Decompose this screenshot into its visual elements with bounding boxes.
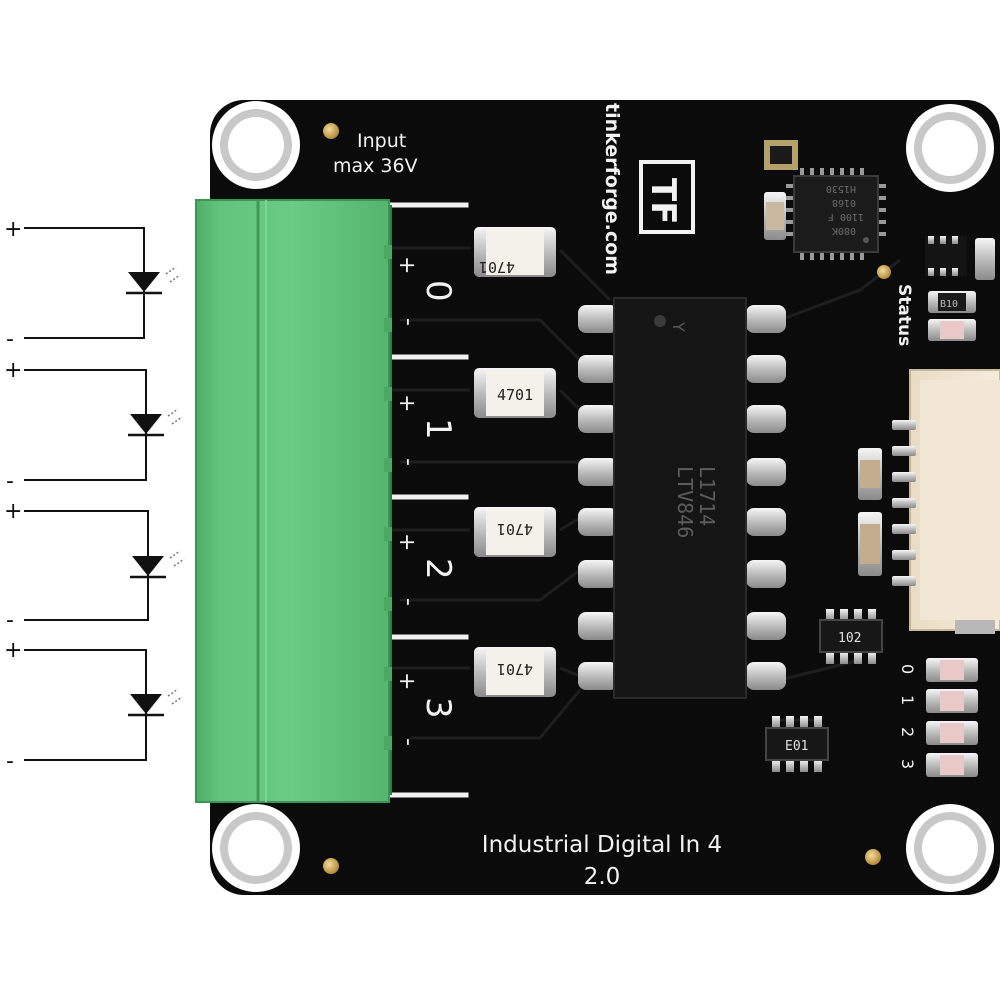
status-label: Status: [894, 284, 914, 346]
channel-led-1: 1: [898, 689, 978, 713]
optocoupler-pads: [578, 305, 786, 690]
diode-array-top: 102: [819, 609, 883, 664]
optocoupler-line1: L1714: [695, 466, 719, 526]
schematic-led-icon-3: [130, 694, 162, 714]
input-max-label: max 36V: [333, 155, 418, 177]
resistor-r1-marking: 4701: [479, 258, 515, 276]
logo-text: TF: [643, 178, 683, 224]
channel-marking-1: + 1 -: [394, 394, 458, 466]
bricklet-connector: [892, 369, 1000, 634]
led-label-1: 1: [898, 695, 917, 705]
channel-3-number: 3: [418, 697, 458, 719]
schematic-minus-0: -: [6, 327, 14, 352]
resistor-r3: 4701: [474, 507, 556, 557]
channel-1-number: 1: [418, 418, 458, 440]
channel-separators: [387, 202, 469, 798]
led-label-3: 3: [898, 759, 917, 769]
channel-0-minus: -: [396, 318, 421, 326]
schematic-wire-0: [24, 227, 145, 339]
pcb-traces: [390, 246, 901, 740]
status-led: B10: [928, 291, 976, 341]
resistor-r4: 4701: [474, 647, 556, 697]
channel-led-0: 0: [898, 658, 978, 682]
fiducial-near-status: [877, 265, 891, 279]
schematic-channel-0: + -: [4, 217, 181, 352]
channel-marking-2: + 2 -: [394, 533, 458, 606]
capacitor-c1: [764, 192, 786, 240]
schematic-led-icon-0: [128, 272, 160, 292]
mcu-line2: 0168: [832, 197, 856, 208]
diode-array-bottom: E01: [765, 716, 829, 772]
schematic-channel-2: + -: [4, 499, 185, 633]
mounting-holes: [212, 101, 994, 892]
schematic-plus-1: +: [4, 358, 22, 383]
green-terminal-block: [195, 199, 392, 803]
status-resistor-array: [925, 236, 995, 280]
fiducial-bottom-left: [323, 858, 339, 874]
schematic-channel-3: + -: [4, 638, 183, 774]
channel-3-minus: -: [396, 738, 421, 746]
resistor-r3-marking: 4701: [497, 520, 533, 538]
tinkerforge-logo: TF: [639, 160, 695, 234]
mcu-line4: 080K: [832, 225, 856, 236]
brand-text: tinkerforge.com: [601, 103, 623, 275]
schematic-led-icon-1: [130, 414, 162, 434]
mounting-hole-bottom-left: [212, 804, 300, 892]
channel-led-3: 3: [898, 753, 978, 777]
schematic-wire-2: [24, 510, 149, 621]
schematic-channel-1: + -: [4, 358, 183, 494]
optocoupler-line2: LTV846: [673, 466, 697, 538]
crystal-component: [764, 140, 798, 170]
mounting-hole-bottom-right: [906, 804, 994, 892]
status-led-marking: B10: [940, 299, 958, 310]
microcontroller-chip: H1530 0168 1100 F 080K: [786, 168, 886, 260]
optocoupler-mark: Y: [669, 321, 688, 332]
optocoupler-chip: Y L1714 LTV846: [613, 297, 747, 699]
channel-0-plus: +: [394, 256, 419, 274]
fiducial-bottom-right: [865, 849, 881, 865]
board-version: 2.0: [584, 864, 621, 890]
schematic-minus-2: -: [6, 608, 14, 633]
schematic-plus-3: +: [4, 638, 22, 663]
led-label-2: 2: [898, 727, 917, 737]
schematic-minus-3: -: [6, 749, 14, 774]
mounting-hole-top-right: [906, 104, 994, 192]
capacitor-c3: [858, 512, 882, 576]
channel-2-minus: -: [396, 598, 421, 606]
channel-0-number: 0: [418, 280, 458, 302]
resistor-r1: 4701: [474, 227, 556, 277]
diode-array-bottom-marking: E01: [785, 739, 808, 754]
input-schematic: + - + - + - + -: [4, 217, 185, 774]
board-title: Industrial Digital In 4: [482, 832, 722, 858]
channel-2-plus: +: [394, 533, 419, 551]
schematic-wire-3: [24, 649, 147, 761]
schematic-wire-1: [24, 369, 147, 481]
mcu-line3: 1100 F: [828, 211, 864, 222]
mounting-hole-top-left: [212, 101, 300, 189]
input-label: Input: [357, 130, 406, 152]
channel-1-plus: +: [394, 394, 419, 412]
resistor-r2: 4701: [474, 368, 556, 418]
channel-leds: 0 1 2 3: [898, 658, 978, 777]
channel-marking-3: + 3 -: [394, 672, 458, 746]
channel-marking-0: + 0 -: [394, 256, 458, 326]
schematic-led-icon-2: [132, 556, 164, 576]
resistor-r2-marking: 4701: [497, 386, 533, 404]
fiducial-top-left: [323, 123, 339, 139]
diode-array-top-marking: 102: [838, 631, 861, 646]
channel-led-2: 2: [898, 721, 978, 745]
resistor-r4-marking: 4701: [497, 660, 533, 678]
pcb-substrate: [210, 100, 1000, 895]
channel-2-number: 2: [418, 558, 458, 580]
channel-1-minus: -: [396, 458, 421, 466]
capacitor-c2: [858, 448, 882, 500]
schematic-plus-0: +: [4, 217, 22, 242]
led-label-0: 0: [898, 664, 917, 674]
schematic-minus-1: -: [6, 469, 14, 494]
channel-3-plus: +: [394, 672, 419, 690]
mcu-line1: H1530: [826, 183, 856, 194]
schematic-plus-2: +: [4, 499, 22, 524]
pcb-board: Input max 36V + 0 - + 1 - + 2 - + 3: [195, 100, 1000, 895]
